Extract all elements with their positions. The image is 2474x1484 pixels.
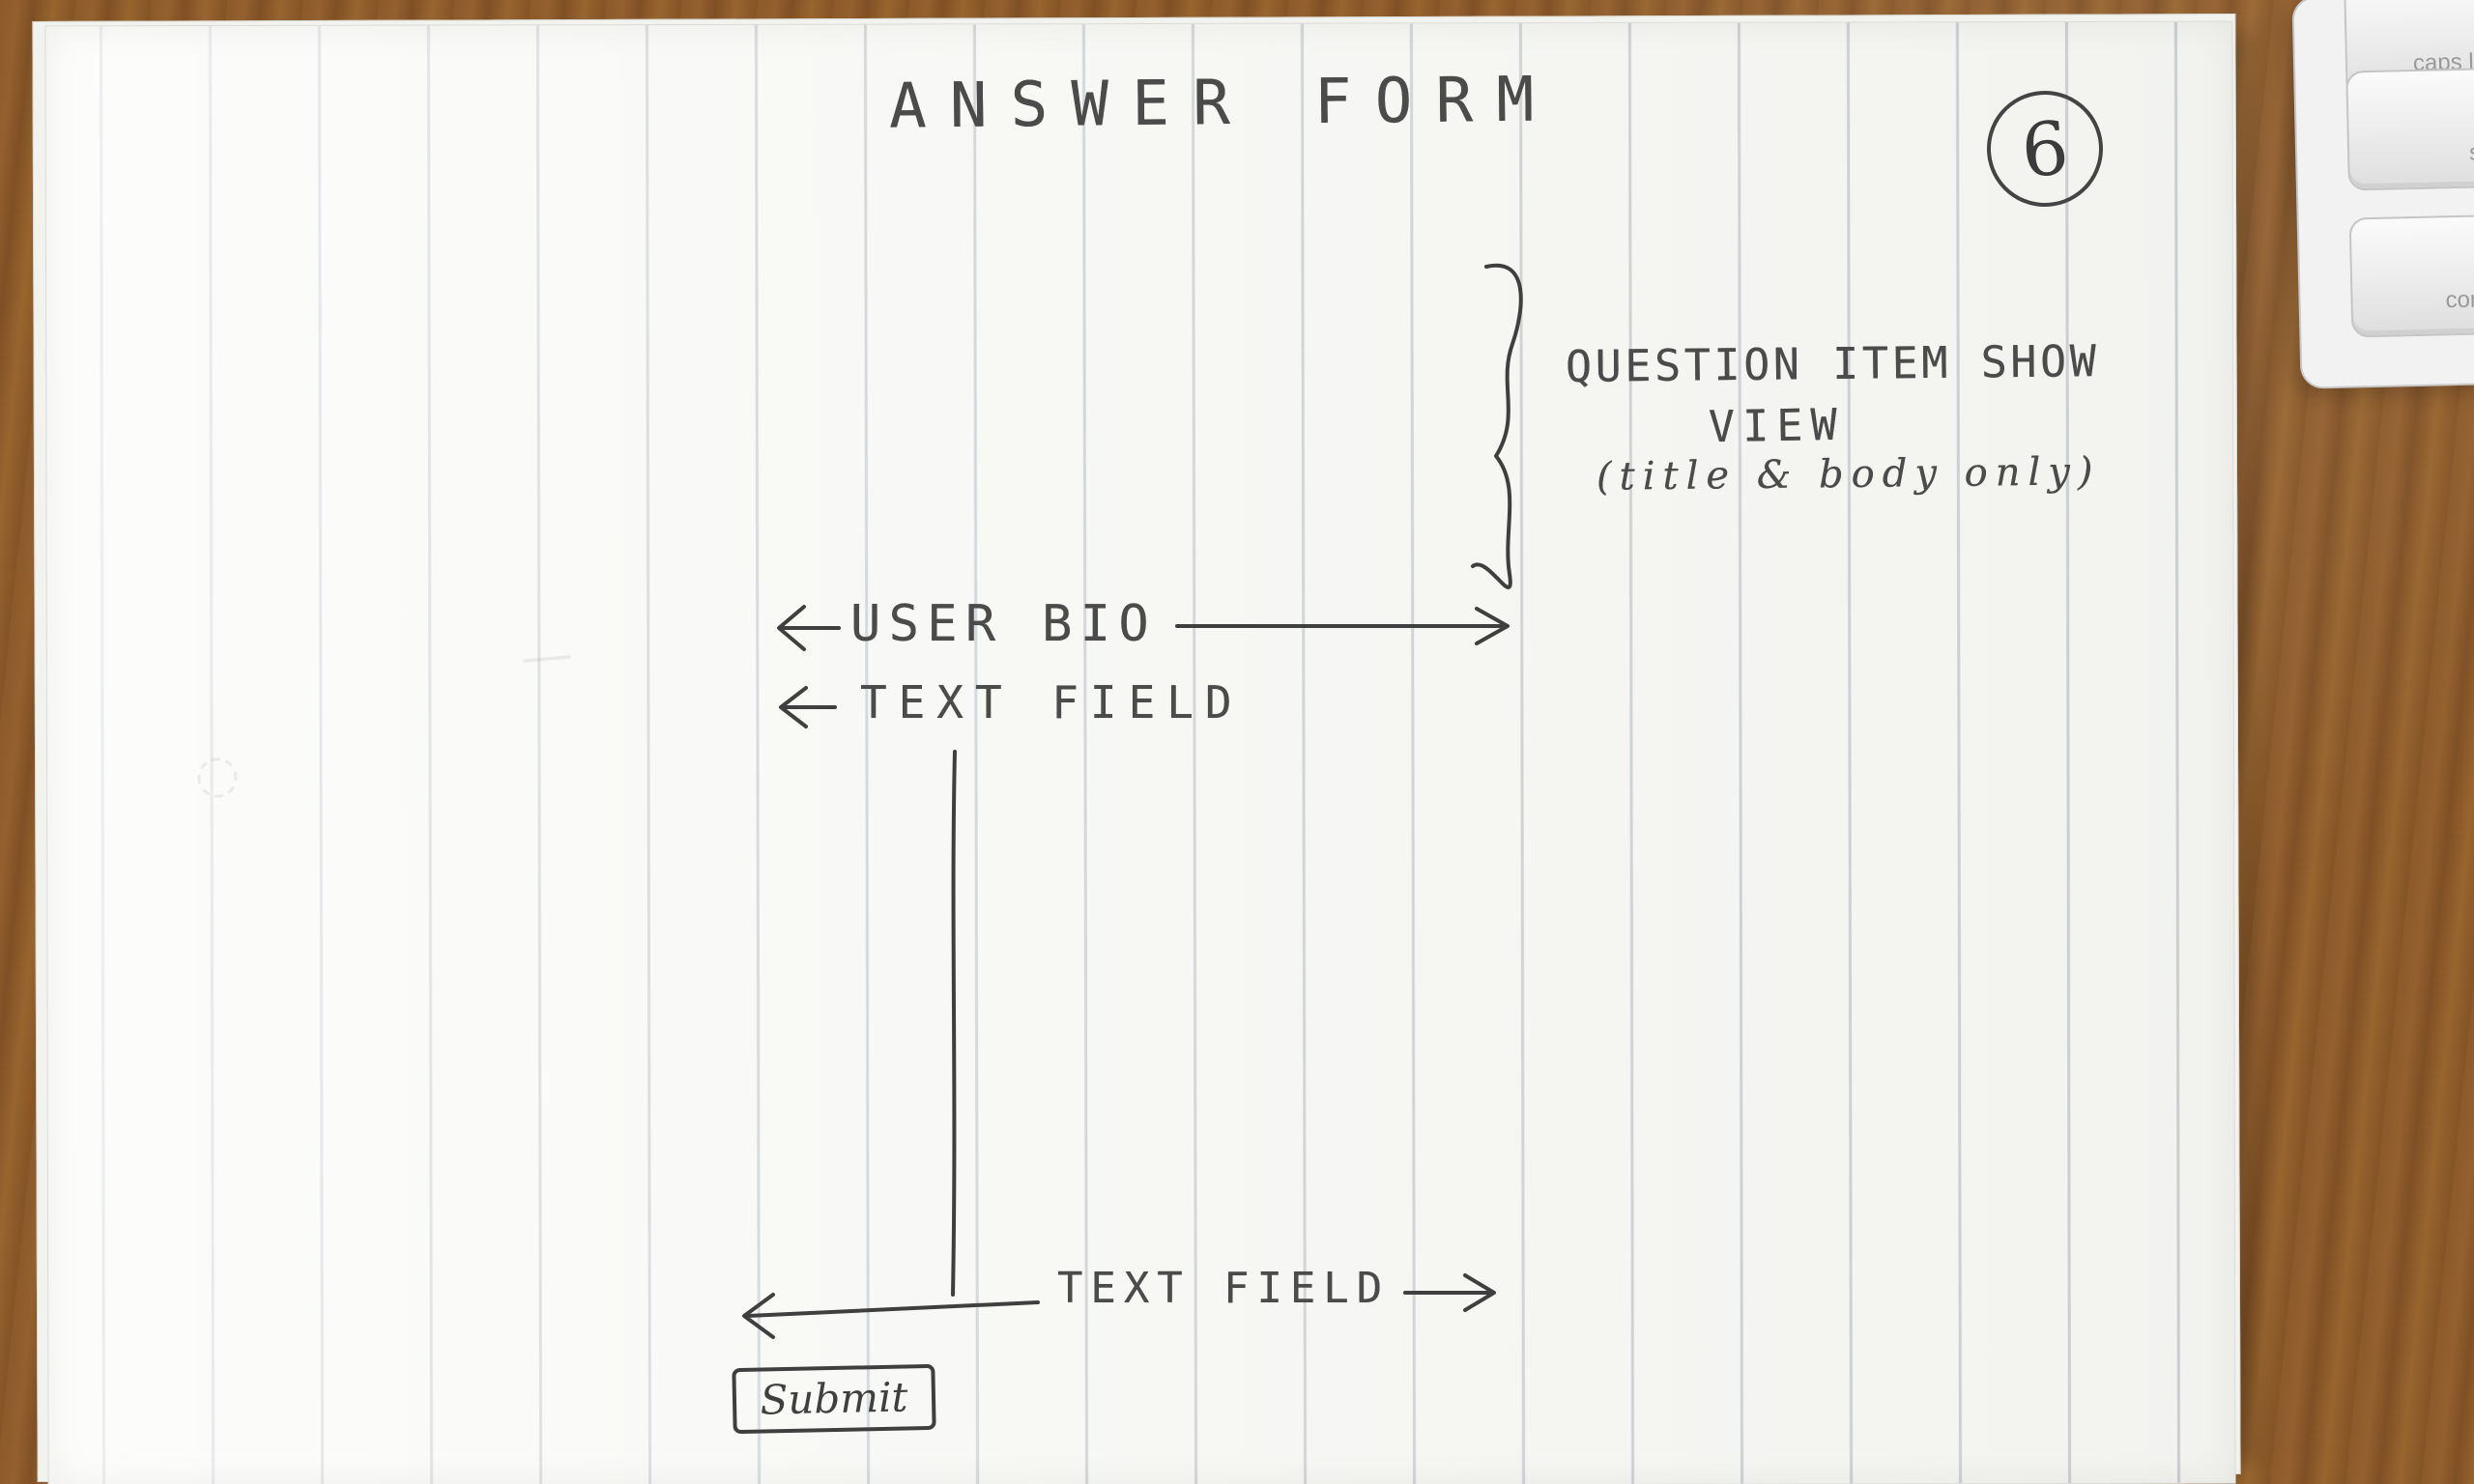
control-key[interactable]: control	[2348, 213, 2474, 338]
submit-button[interactable]: Submit	[732, 1363, 936, 1435]
user-bio-label: USER BIO	[850, 595, 1158, 653]
shift-key[interactable]: shift	[2345, 66, 2474, 191]
faint-bleed-through-mark-2: —	[518, 622, 576, 688]
shift-key-label: shift	[2468, 138, 2474, 166]
question-item-label-line-3: (title & body only)	[1596, 449, 2101, 499]
keyboard-edge: caps lock shift control	[2291, 0, 2474, 389]
question-item-label-line-2: VIEW	[1708, 398, 1846, 453]
question-item-label-line-1: QUESTION ITEM SHOW	[1565, 335, 2100, 392]
text-field-label-bottom: TEXT FIELD	[1057, 1264, 1391, 1313]
faint-bleed-through-mark-1: ◌	[191, 741, 243, 806]
control-key-label: control	[2445, 285, 2474, 314]
page-title: ANSWER FORM	[888, 64, 1558, 143]
text-field-label-top: TEXT FIELD	[860, 676, 1244, 728]
